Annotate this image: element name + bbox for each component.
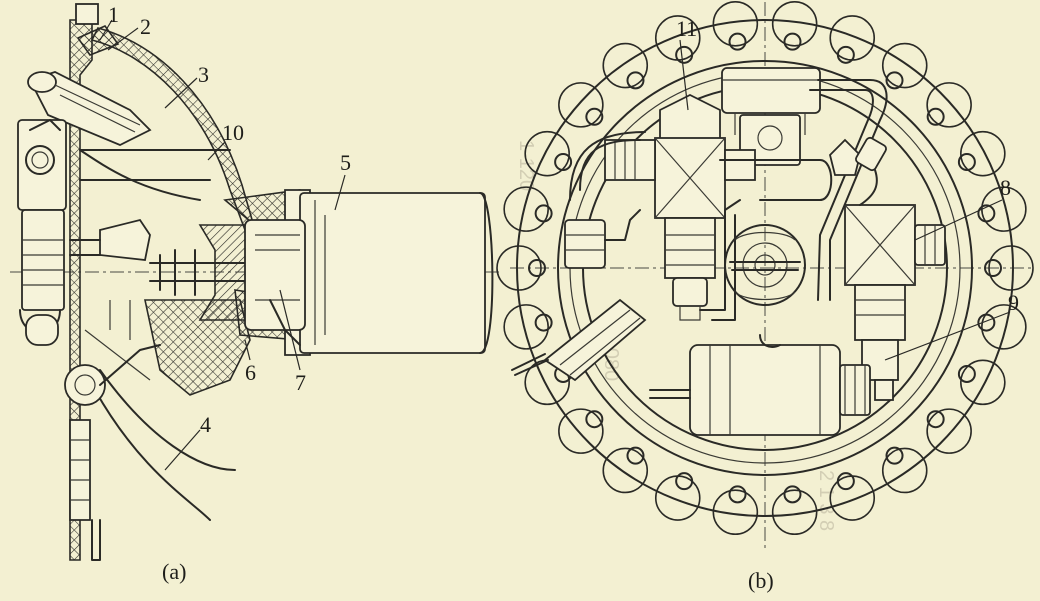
hose-fitting (64, 364, 106, 406)
bolt-hole (885, 71, 904, 90)
caption-b: (b) (748, 568, 774, 593)
label-1: 1 (108, 2, 119, 27)
label-5: 5 (340, 150, 351, 175)
flange-scallop (602, 447, 649, 494)
flange-scallops (496, 0, 1034, 536)
bolt-hole (926, 107, 945, 126)
flange-scallop (881, 447, 928, 494)
bolt-hole (528, 259, 546, 277)
inner-nozzle (99, 218, 151, 261)
label-9: 9 (1008, 290, 1019, 315)
bolt-hole (957, 153, 976, 172)
flange-scallop (829, 475, 876, 521)
svg-text:2 1 3 8: 2 1 3 8 (815, 470, 837, 531)
label-11: 11 (676, 16, 697, 41)
label-10: 10 (222, 120, 244, 145)
bolt-hole (957, 364, 976, 383)
cylinder-part-5 (299, 192, 486, 354)
flange-scallop (558, 82, 604, 128)
valve-11-head (659, 93, 721, 141)
flange-scallop (712, 0, 759, 47)
flange-top-tab (75, 3, 99, 25)
left-valve-body (17, 119, 67, 211)
bolt-hole (585, 107, 604, 126)
flange-scallop (829, 15, 876, 61)
label-8: 8 (1000, 175, 1011, 200)
flange-scallop (558, 408, 604, 454)
flange-scallop (881, 42, 928, 89)
svg-text:1-120: 1-120 (515, 140, 537, 191)
flange-scallop (771, 489, 818, 536)
bolt-hole (728, 485, 747, 504)
view-b-endview (496, 0, 1035, 548)
part-labels: 1 2 3 10 5 4 6 7 11 8 9 (108, 2, 1019, 437)
flange-scallop (654, 475, 701, 521)
bolt-hole (783, 485, 802, 504)
actuator-part-9 (689, 344, 841, 436)
top-manifold (721, 67, 821, 114)
valve-8-top (829, 138, 861, 176)
inner-flange-ring (557, 60, 973, 476)
upper-injector (28, 71, 152, 146)
caption-a: (a) (162, 559, 186, 584)
label-4: 4 (200, 412, 211, 437)
flange-scallop (496, 245, 542, 291)
flange-scallop (771, 0, 818, 47)
flange-scallop (602, 42, 649, 89)
cap-part-2 (76, 25, 120, 56)
bolt-hole (554, 153, 573, 172)
bolt-hole (783, 32, 802, 51)
flange-scallop (926, 408, 972, 454)
flange-scallop (712, 489, 759, 536)
flange-scallop (960, 359, 1006, 406)
flange-scallop (926, 82, 972, 128)
flange-scallop (960, 130, 1006, 177)
leader-lines (99, 19, 1011, 471)
flange-scallop (988, 245, 1034, 291)
bolt-hole (585, 410, 604, 429)
label-3: 3 (198, 62, 209, 87)
bolt-hole (977, 313, 996, 332)
label-6: 6 (245, 360, 256, 385)
flange-scallop (654, 15, 701, 61)
bolt-hole (728, 32, 747, 51)
flange-scallop (503, 186, 549, 232)
bolt-hole (534, 204, 553, 223)
bolt-hole (626, 446, 645, 465)
flange-scallop (981, 304, 1027, 350)
angled-plug (543, 298, 647, 382)
label-7: 7 (295, 370, 306, 395)
view-a-section (10, 3, 500, 561)
flange-scallop (524, 130, 570, 177)
bolt-hole (885, 446, 904, 465)
label-2: 2 (140, 14, 151, 39)
bolt-hole (534, 313, 553, 332)
bolt-hole (926, 410, 945, 429)
flange-scallop (503, 304, 549, 350)
bolt-hole (984, 259, 1002, 277)
bolt-hole (626, 71, 645, 90)
outer-flange-ring (516, 19, 1014, 517)
